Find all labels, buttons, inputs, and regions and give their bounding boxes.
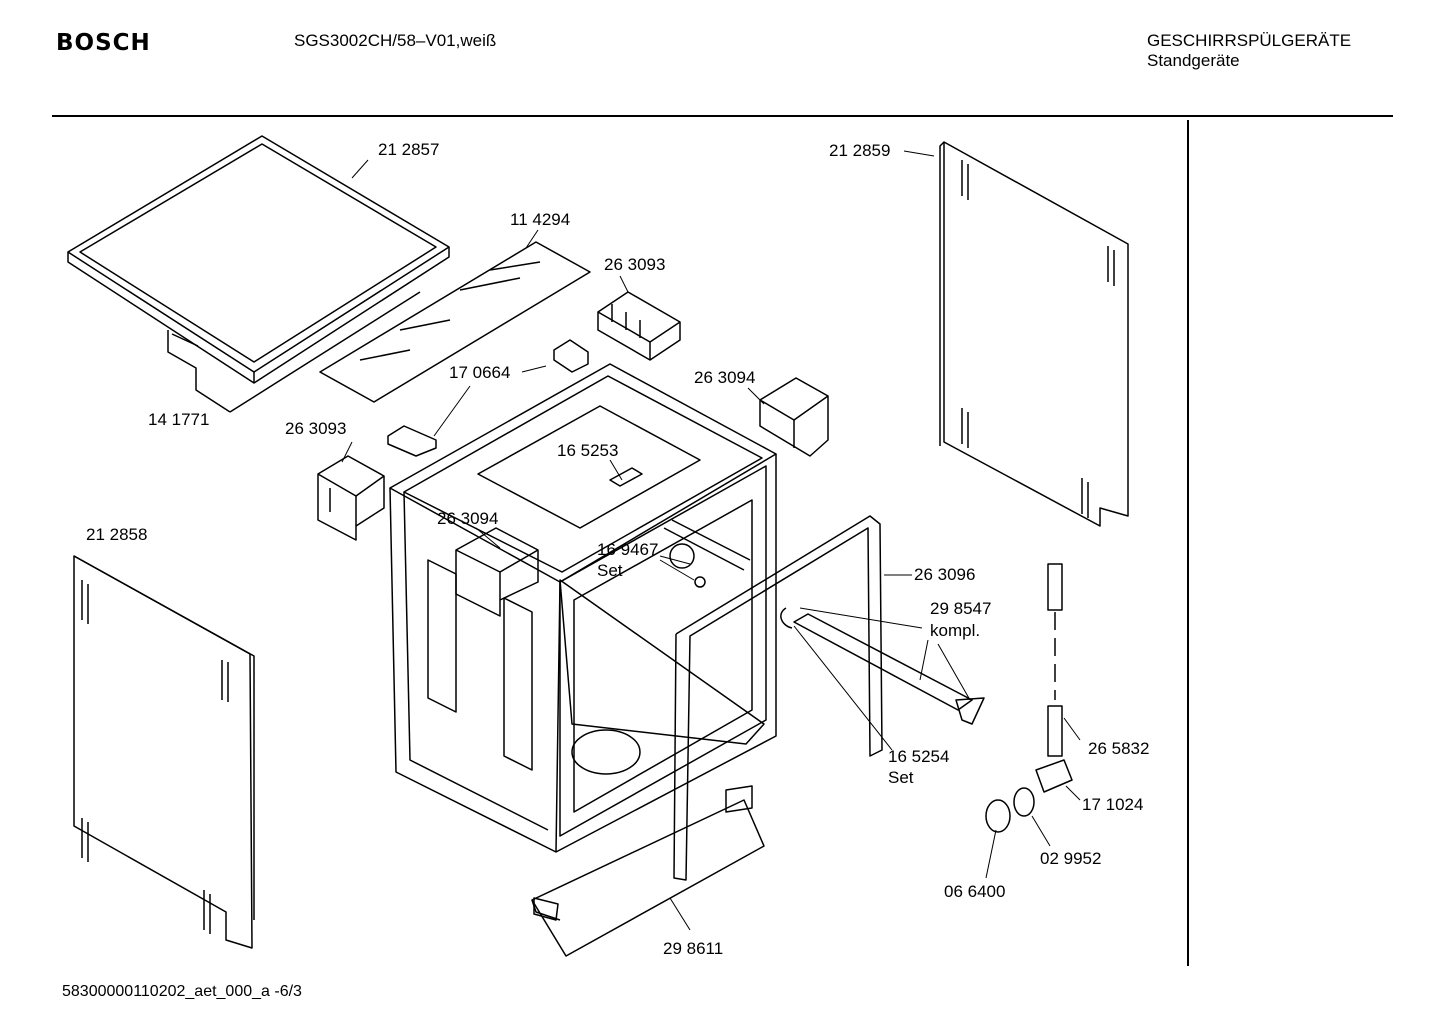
label-263093-top: 26 3093	[604, 255, 665, 274]
rail-298547	[780, 607, 985, 725]
plinth-298611	[531, 785, 765, 957]
model-number: SGS3002CH/58–V01,weiß	[294, 31, 497, 50]
label-169467: 16 9467	[597, 540, 658, 559]
label-171024: 17 1024	[1082, 795, 1143, 814]
label-066400: 06 6400	[944, 882, 1005, 901]
label-114294: 11 4294	[510, 210, 570, 229]
side-panel-left	[73, 555, 255, 949]
hose-265832	[985, 563, 1073, 833]
brand-logo: BOSCH	[56, 30, 151, 56]
bracket-263093-left	[317, 455, 385, 541]
bracket-263094-right	[759, 377, 829, 457]
label-141771: 14 1771	[148, 410, 209, 429]
label-263093-left: 26 3093	[285, 419, 346, 438]
label-set-1: Set	[597, 561, 623, 580]
label-165253: 16 5253	[557, 441, 618, 460]
label-263096: 26 3096	[914, 565, 975, 584]
label-kompl: kompl.	[930, 621, 980, 640]
label-212858: 21 2858	[86, 525, 147, 544]
label-029952: 02 9952	[1040, 849, 1101, 868]
document-id: 58300000110202_aet_000_a -6/3	[62, 983, 302, 1000]
label-170664: 17 0664	[449, 363, 510, 382]
bracket-263093-top	[597, 291, 681, 361]
dishwasher-tub	[389, 363, 777, 853]
bracket-263094-inside	[455, 527, 539, 617]
part-labels: 21 2857 11 4294 26 3093 17 0664 14 1771 …	[86, 140, 1149, 958]
label-263094-right: 26 3094	[694, 368, 755, 387]
category-subtitle: Standgeräte	[1147, 51, 1240, 70]
label-165254: 16 5254	[888, 747, 949, 766]
label-265832: 26 5832	[1088, 739, 1149, 758]
label-298611: 29 8611	[663, 939, 723, 958]
label-212857: 21 2857	[378, 140, 439, 159]
label-set-2: Set	[888, 768, 914, 787]
leader-lines	[341, 150, 1081, 931]
clip-170664	[387, 339, 589, 457]
worktop-part	[67, 135, 450, 413]
category-title: GESCHIRRSPÜLGERÄTE	[1147, 31, 1352, 50]
door-seal-263096	[673, 515, 883, 881]
label-212859: 21 2859	[829, 141, 890, 160]
side-panel-right	[939, 141, 1129, 527]
label-263094-inside: 26 3094	[437, 509, 498, 528]
label-298547: 29 8547	[930, 599, 991, 618]
foil-strip	[319, 241, 591, 403]
